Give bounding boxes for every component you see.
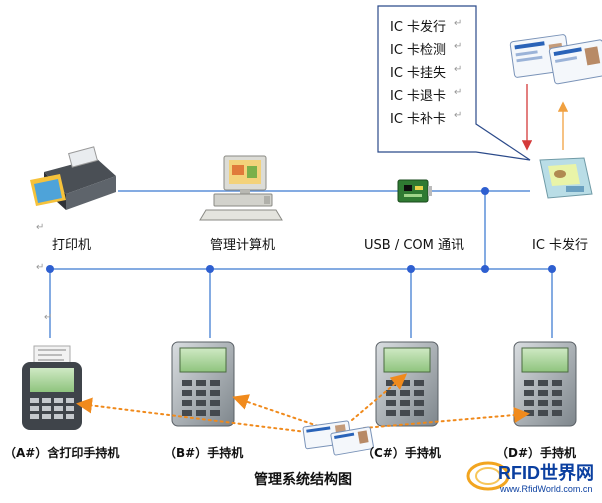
ic-card-stack bbox=[509, 34, 602, 85]
handheld-c-icon bbox=[375, 341, 439, 427]
junction-dot bbox=[407, 265, 415, 273]
logo-brand: RFID世界网 bbox=[498, 463, 594, 483]
ic-issuer-icon bbox=[539, 157, 593, 199]
junction-dot bbox=[46, 265, 54, 273]
return-mark: ↵ bbox=[454, 41, 463, 52]
junction-dot bbox=[481, 265, 489, 273]
card-dispatch-arrows bbox=[76, 373, 530, 433]
bottom-ic-cards bbox=[302, 420, 374, 456]
handheld-a-label: （A#）含打印手持机 bbox=[4, 446, 120, 460]
diagram-title: 管理系统结构图 bbox=[254, 472, 352, 488]
menu-item-check: IC 卡检测 bbox=[390, 43, 447, 58]
rfid-logo-mark bbox=[466, 461, 510, 491]
handheld-a-icon bbox=[22, 345, 82, 430]
usb-label: USB / COM 通讯 bbox=[364, 238, 464, 253]
return-mark: ↵ bbox=[36, 222, 45, 233]
dispatch-arrow-b bbox=[232, 394, 319, 427]
handheld-c-label: （C#）手持机 bbox=[362, 446, 441, 460]
return-mark: ↵ bbox=[36, 262, 45, 273]
computer-icon bbox=[199, 155, 283, 221]
menu-item-issue: IC 卡发行 bbox=[390, 20, 447, 35]
menu-item-return: IC 卡退卡 bbox=[390, 89, 447, 104]
connection-lines bbox=[49, 190, 553, 338]
handheld-b-label: （B#）手持机 bbox=[164, 446, 244, 460]
printer-label: 打印机 bbox=[52, 238, 92, 253]
usb-module-icon bbox=[397, 179, 432, 203]
handheld-b-icon bbox=[171, 341, 235, 427]
return-mark: ↵ bbox=[454, 64, 463, 75]
computer-label: 管理计算机 bbox=[210, 238, 276, 253]
junction-dots bbox=[46, 187, 556, 273]
junction-dot bbox=[206, 265, 214, 273]
junction-dot bbox=[548, 265, 556, 273]
return-mark: ↵ bbox=[454, 18, 463, 29]
return-mark: ↵ bbox=[44, 312, 53, 323]
rfid-logo: RFID世界网 www.RfidWorld.com.cn bbox=[466, 455, 600, 501]
return-mark: ↵ bbox=[454, 110, 463, 121]
dispatch-arrow-c bbox=[351, 373, 408, 421]
menu-item-reissue: IC 卡补卡 bbox=[390, 112, 447, 127]
junction-dot bbox=[481, 187, 489, 195]
handheld-d-icon bbox=[513, 341, 577, 427]
issuer-label: IC 卡发行 bbox=[532, 238, 589, 253]
handheld-d-label: （D#）手持机 bbox=[496, 446, 577, 460]
logo-url: www.RfidWorld.com.cn bbox=[500, 484, 593, 494]
printer-icon bbox=[30, 146, 116, 210]
return-mark: ↵ bbox=[454, 87, 463, 98]
dispatch-arrow-a bbox=[76, 397, 307, 433]
menu-item-loss: IC 卡挂失 bbox=[390, 66, 447, 81]
menu-callout bbox=[377, 5, 531, 161]
